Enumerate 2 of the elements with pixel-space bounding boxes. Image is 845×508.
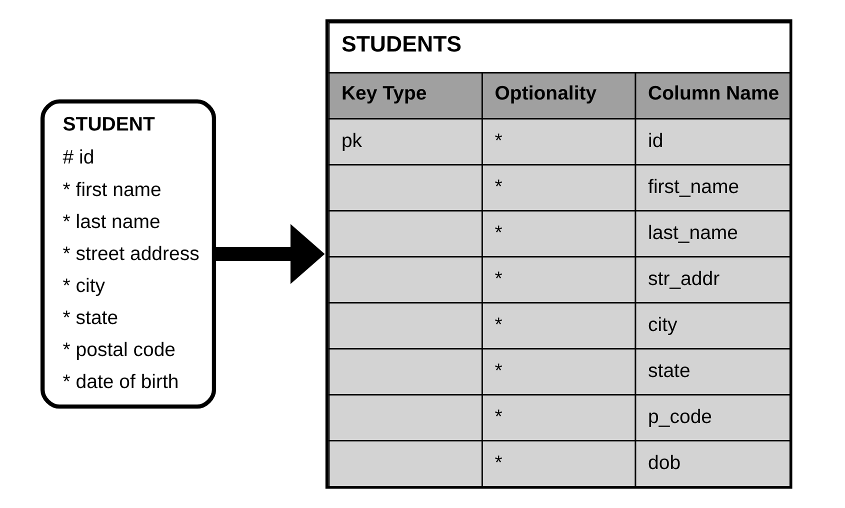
arrow bbox=[214, 224, 324, 284]
node-box: STUDENT # id * first name * last name * street address * city * state * postal code * date of birth bbox=[40, 99, 216, 409]
